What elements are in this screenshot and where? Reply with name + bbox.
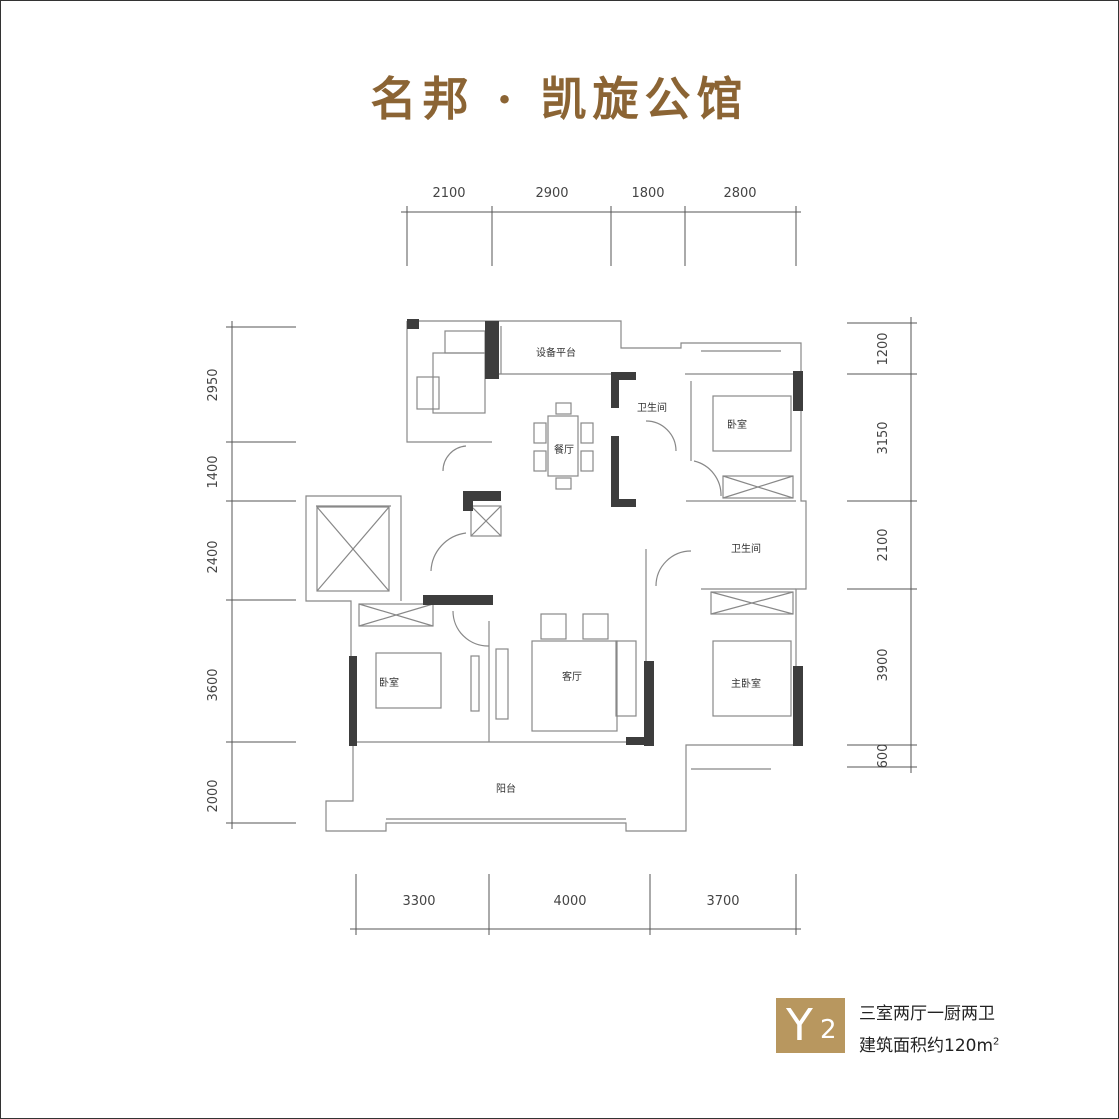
dim-bottom-1: 3300 [402, 894, 435, 909]
dim-top-3: 1800 [631, 186, 664, 201]
room-bathroom-2: 卫生间 [731, 542, 761, 555]
wall-outlines [305, 320, 807, 832]
unit-type-badge: Y 2 [776, 998, 845, 1053]
dim-left-1: 2950 [206, 368, 221, 401]
dim-top-1: 2100 [432, 186, 465, 201]
dim-left-5: 2000 [206, 779, 221, 812]
area-text: 建筑面积约120m [859, 1036, 994, 1056]
room-bedroom-2: 卧室 [379, 676, 399, 689]
room-bathroom-1: 卫生间 [637, 401, 667, 414]
dimension-lines [226, 206, 917, 935]
dim-left-2: 1400 [206, 455, 221, 488]
area-description: 建筑面积约120m2 [859, 1031, 999, 1056]
structural-walls [349, 319, 803, 746]
room-dining: 餐厅 [554, 443, 574, 456]
dim-bottom-2: 4000 [553, 894, 586, 909]
badge-number: 2 [820, 1015, 837, 1045]
room-bedroom-1: 卧室 [727, 418, 747, 431]
area-superscript: 2 [993, 1036, 1000, 1048]
dim-left-4: 3600 [206, 668, 221, 701]
room-balcony: 阳台 [496, 782, 516, 795]
dim-right-2: 3150 [876, 421, 891, 454]
layout-description: 三室两厅一厨两卫 [859, 1004, 995, 1024]
badge-letter: Y [786, 1000, 813, 1051]
dim-top-4: 2800 [723, 186, 756, 201]
dim-right-3: 2100 [876, 528, 891, 561]
dim-right-4: 3900 [876, 648, 891, 681]
dim-bottom-3: 3700 [706, 894, 739, 909]
dim-left-3: 2400 [206, 540, 221, 573]
project-title: 名邦 · 凯旋公馆 [370, 72, 749, 126]
dim-top-2: 2900 [535, 186, 568, 201]
dim-right-5: 600 [876, 744, 891, 769]
room-living: 客厅 [562, 670, 582, 683]
room-equipment-platform: 设备平台 [536, 346, 576, 359]
dim-right-1: 1200 [876, 332, 891, 365]
room-master-bedroom: 主卧室 [731, 677, 761, 690]
